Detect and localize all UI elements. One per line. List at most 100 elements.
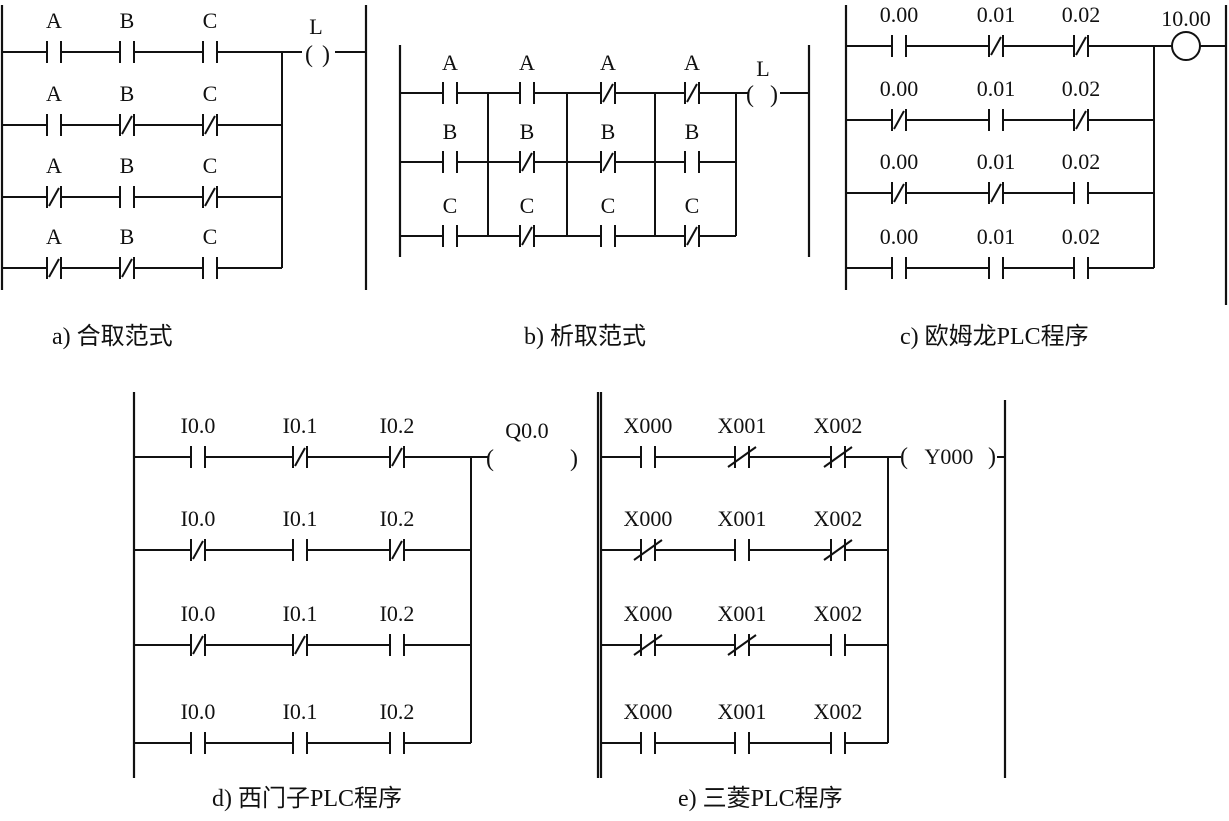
contact-label: X002 bbox=[814, 413, 863, 438]
contact-label: 0.00 bbox=[880, 76, 919, 101]
normally-closed-contact: I0.1 bbox=[283, 413, 317, 468]
normally-closed-contact: I0.1 bbox=[283, 601, 317, 656]
normally-open-contact: X001 bbox=[718, 699, 766, 754]
normally-closed-contact: A bbox=[46, 153, 62, 208]
contact-label: X002 bbox=[814, 506, 863, 531]
contact-label: 0.02 bbox=[1062, 2, 1101, 27]
contact-label: B bbox=[443, 119, 458, 144]
normally-open-contact: B bbox=[684, 119, 700, 173]
normally-closed-contact: 0.00 bbox=[880, 76, 919, 131]
normally-closed-contact: A bbox=[46, 224, 62, 279]
contact-label: 0.00 bbox=[880, 224, 919, 249]
normally-open-contact: X002 bbox=[814, 699, 863, 754]
contact-label: A bbox=[442, 50, 458, 75]
contact-label: A bbox=[46, 81, 62, 106]
rung-4: I0.0 I0.1 I0.2 bbox=[134, 699, 471, 754]
contact-label: C bbox=[443, 193, 458, 218]
contact-label: X001 bbox=[718, 413, 767, 438]
parallel-group-3: ABC bbox=[567, 50, 655, 247]
normally-open-contact: X000 bbox=[624, 413, 672, 468]
contact-label: I0.0 bbox=[181, 413, 216, 438]
normally-closed-contact: B bbox=[519, 119, 535, 173]
normally-open-contact: X002 bbox=[814, 601, 863, 656]
normally-closed-contact: X000 bbox=[624, 506, 673, 561]
contact-label: I0.0 bbox=[181, 506, 216, 531]
normally-open-contact: 0.01 bbox=[977, 76, 1015, 131]
normally-open-contact: C bbox=[202, 8, 218, 63]
contact-label: A bbox=[46, 8, 62, 33]
coil-label: Q0.0 bbox=[505, 418, 548, 443]
coil-label: 10.00 bbox=[1161, 6, 1211, 31]
normally-closed-contact: C bbox=[684, 193, 700, 247]
normally-closed-contact: 0.00 bbox=[880, 149, 919, 204]
coil-right-paren: ) bbox=[322, 42, 330, 68]
normally-closed-contact: 0.02 bbox=[1062, 76, 1100, 131]
normally-closed-contact: A bbox=[600, 50, 616, 104]
contact-label: A bbox=[46, 153, 62, 178]
normally-closed-contact: C bbox=[202, 153, 218, 208]
contact-label: I0.1 bbox=[283, 506, 318, 531]
contact-label: X000 bbox=[624, 506, 673, 531]
output-coil: L ( ) bbox=[736, 56, 809, 108]
normally-open-contact: I0.0 bbox=[181, 699, 215, 754]
normally-open-contact: 0.00 bbox=[880, 2, 918, 57]
contact-label: B bbox=[120, 8, 135, 33]
normally-closed-contact: 0.01 bbox=[977, 2, 1015, 57]
output-coil: 10.00 bbox=[1154, 6, 1226, 61]
coil-left-paren: ( bbox=[305, 42, 313, 68]
contact-label: 0.00 bbox=[880, 149, 919, 174]
contact-label: B bbox=[685, 119, 700, 144]
rung-1: I0.0 I0.1 I0.2 bbox=[134, 413, 471, 468]
contact-label: X002 bbox=[814, 699, 863, 724]
caption: e) 三菱PLC程序 bbox=[678, 785, 843, 812]
diagram-c: 0.00 0.01 0.02 0.00 0.01 0.02 0.00 0.01 0.02 0… bbox=[844, 2, 1228, 350]
normally-open-contact: 0.02 bbox=[1062, 224, 1101, 279]
normally-open-contact: 0.00 bbox=[880, 224, 919, 279]
normally-open-contact: X001 bbox=[718, 506, 766, 561]
normally-open-contact: C bbox=[442, 193, 458, 247]
coil-left-paren: ( bbox=[746, 82, 754, 108]
contact-label: X000 bbox=[624, 699, 673, 724]
normally-closed-contact: I0.2 bbox=[380, 413, 414, 468]
rung-1: 0.00 0.01 0.02 bbox=[846, 2, 1154, 57]
normally-open-contact: I0.2 bbox=[380, 699, 414, 754]
coil-right-paren: ) bbox=[770, 82, 778, 108]
rung-2: A B C bbox=[2, 81, 282, 136]
normally-open-contact: I0.0 bbox=[181, 413, 216, 468]
contact-label: B bbox=[601, 119, 616, 144]
contact-label: C bbox=[520, 193, 535, 218]
normally-closed-contact: C bbox=[519, 193, 535, 247]
output-coil: Q0.0 ( ) bbox=[471, 418, 578, 472]
caption: b) 析取范式 bbox=[524, 323, 646, 350]
coil-left-paren: ( bbox=[486, 446, 494, 472]
contact-label: 0.02 bbox=[1062, 224, 1101, 249]
contact-label: C bbox=[203, 224, 218, 249]
normally-closed-contact: I0.0 bbox=[181, 601, 216, 656]
coil-right-paren: ) bbox=[570, 446, 578, 472]
contact-label: A bbox=[684, 50, 700, 75]
normally-closed-contact: X002 bbox=[814, 413, 863, 468]
contact-label: X002 bbox=[814, 601, 863, 626]
normally-open-contact: I0.1 bbox=[283, 506, 318, 561]
normally-open-contact: C bbox=[202, 224, 218, 279]
normally-open-contact: 0.02 bbox=[1062, 149, 1100, 204]
contact-label: I0.1 bbox=[283, 699, 318, 724]
contact-label: C bbox=[203, 8, 218, 33]
normally-open-contact: 0.01 bbox=[977, 224, 1015, 279]
contact-label: I0.0 bbox=[181, 601, 216, 626]
contact-label: C bbox=[203, 81, 218, 106]
output-coil: L ( ) bbox=[282, 14, 366, 68]
normally-closed-contact: C bbox=[202, 81, 218, 136]
normally-closed-contact: X001 bbox=[718, 601, 766, 656]
parallel-group-2: ABC bbox=[488, 50, 567, 247]
normally-closed-contact: B bbox=[119, 81, 135, 136]
